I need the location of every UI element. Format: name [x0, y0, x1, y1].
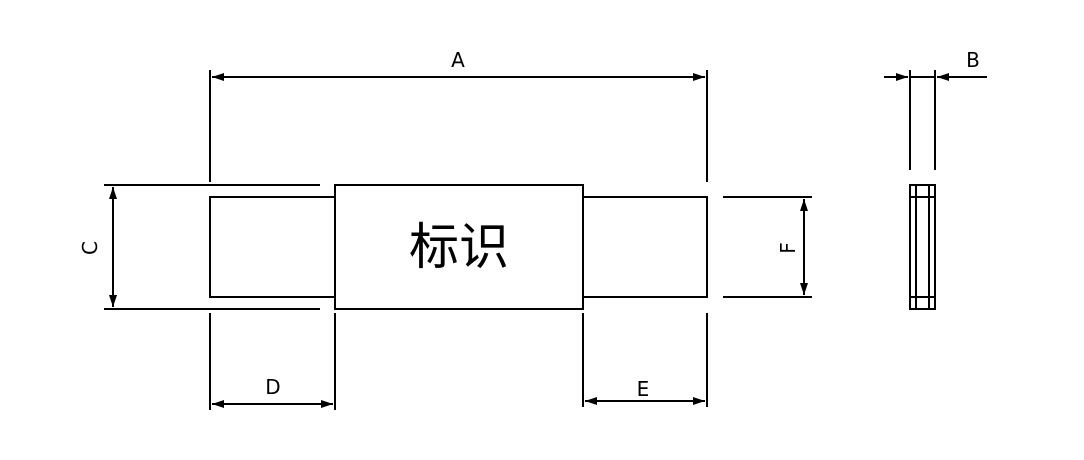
dim-label-b: B — [966, 48, 980, 72]
dim-label-e: E — [637, 377, 650, 401]
dim-label-f: F — [776, 242, 800, 254]
dim-label-c: C — [78, 241, 102, 255]
dimension-labels: A B C D E F — [78, 48, 980, 401]
marker-label: 标识 — [409, 218, 509, 276]
dim-label-a: A — [451, 48, 465, 72]
dim-label-d: D — [265, 375, 280, 399]
front-view: 标识 — [209, 184, 708, 310]
marker-sleeve — [334, 184, 584, 310]
dimension-lines — [109, 73, 987, 408]
side-outer — [909, 184, 936, 310]
side-view — [909, 184, 936, 310]
extension-lines — [104, 70, 936, 410]
